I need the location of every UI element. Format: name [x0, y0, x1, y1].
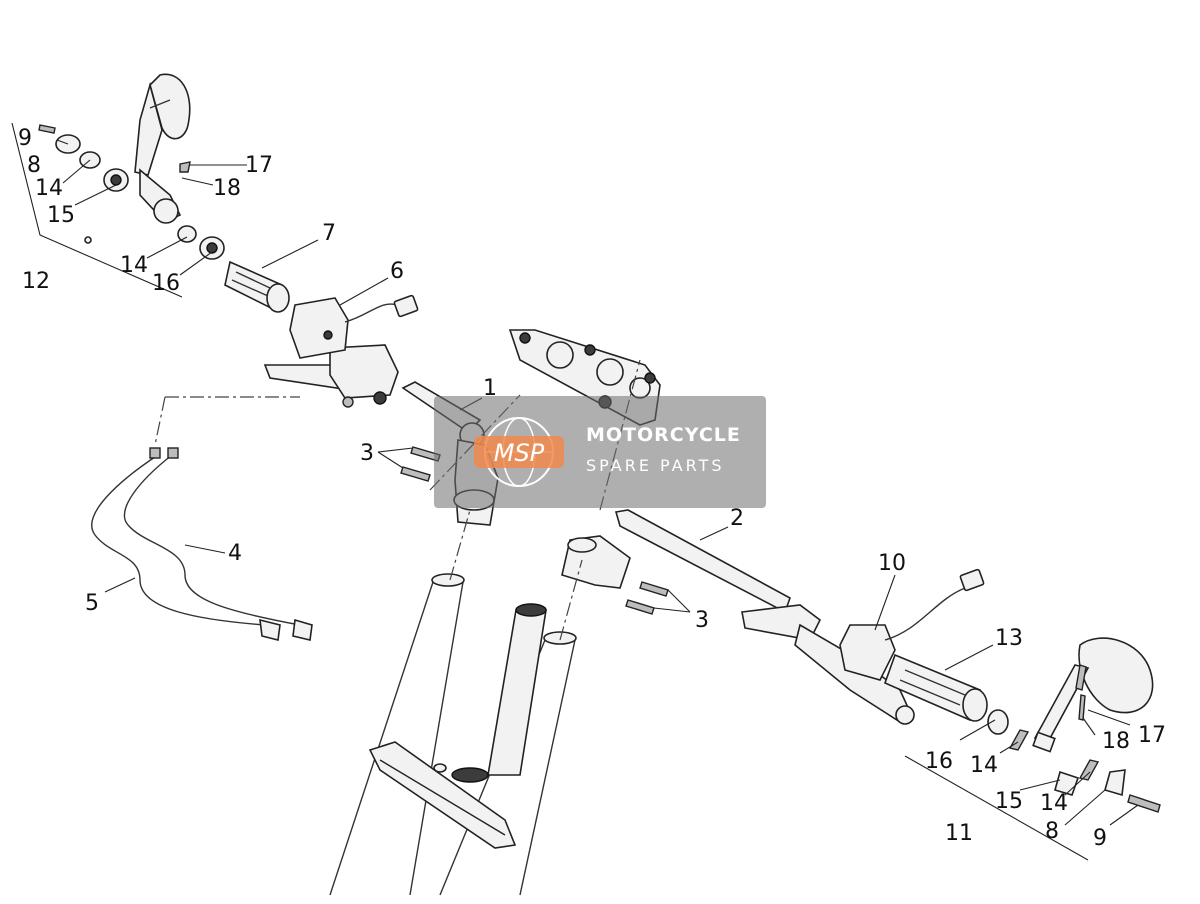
callout-18-left: 18	[213, 176, 241, 201]
front-fork	[329, 573, 577, 896]
callout-5: 5	[85, 591, 99, 616]
right-mirror	[1032, 637, 1154, 753]
right-mirror-hardware	[987, 694, 1161, 813]
callout-17-left: 17	[245, 153, 273, 178]
callout-10: 10	[878, 551, 906, 576]
callout-14-a: 14	[35, 176, 63, 201]
callout-4: 4	[228, 541, 242, 566]
brake-clutch-cables	[91, 447, 313, 641]
left-lever-assembly	[263, 344, 399, 408]
bolts-right	[625, 581, 669, 615]
left-mirror	[134, 73, 191, 224]
callout-18-right: 18	[1102, 729, 1130, 754]
left-mirror-hardware	[38, 124, 225, 260]
group-bracket-11	[904, 755, 1089, 861]
callout-14-b: 14	[120, 253, 148, 278]
callout-labels: 1 2 3 3 4 5 6 7 8 8 9 9 10 11 12 13 14 1…	[18, 126, 1166, 851]
callout-17-right: 17	[1138, 723, 1166, 748]
callout-8-left: 8	[27, 153, 41, 178]
right-switch	[839, 568, 985, 681]
group-bracket-12	[11, 122, 183, 298]
callout-1: 1	[483, 376, 497, 401]
callout-3-right: 3	[695, 608, 709, 633]
watermark-title: MOTORCYCLE	[586, 424, 741, 446]
callout-11: 11	[945, 821, 973, 846]
callout-9-left: 9	[18, 126, 32, 151]
callout-14-c: 14	[970, 753, 998, 778]
callout-8-right: 8	[1045, 819, 1059, 844]
callout-2: 2	[730, 506, 744, 531]
callout-13: 13	[995, 626, 1023, 651]
left-switch	[289, 294, 419, 359]
watermark-logo-text: MSP	[494, 439, 545, 467]
watermark: MSP MOTORCYCLE SPARE PARTS	[434, 396, 766, 508]
left-grip	[224, 260, 290, 313]
callout-3-left: 3	[360, 441, 374, 466]
callout-15-right: 15	[995, 789, 1023, 814]
callout-15-left: 15	[47, 203, 75, 228]
callout-7: 7	[322, 221, 336, 246]
callout-9-right: 9	[1093, 826, 1107, 851]
callout-16-right: 16	[925, 749, 953, 774]
callout-6: 6	[390, 259, 404, 284]
right-lever-assembly	[741, 604, 915, 725]
callout-14-d: 14	[1040, 791, 1068, 816]
right-grip	[883, 653, 988, 722]
callout-16-left: 16	[152, 271, 180, 296]
watermark-subtitle: SPARE PARTS	[586, 456, 725, 475]
callout-12: 12	[22, 269, 50, 294]
msp-globe-logo: MSP	[474, 417, 564, 487]
right-handlebar	[561, 509, 791, 614]
